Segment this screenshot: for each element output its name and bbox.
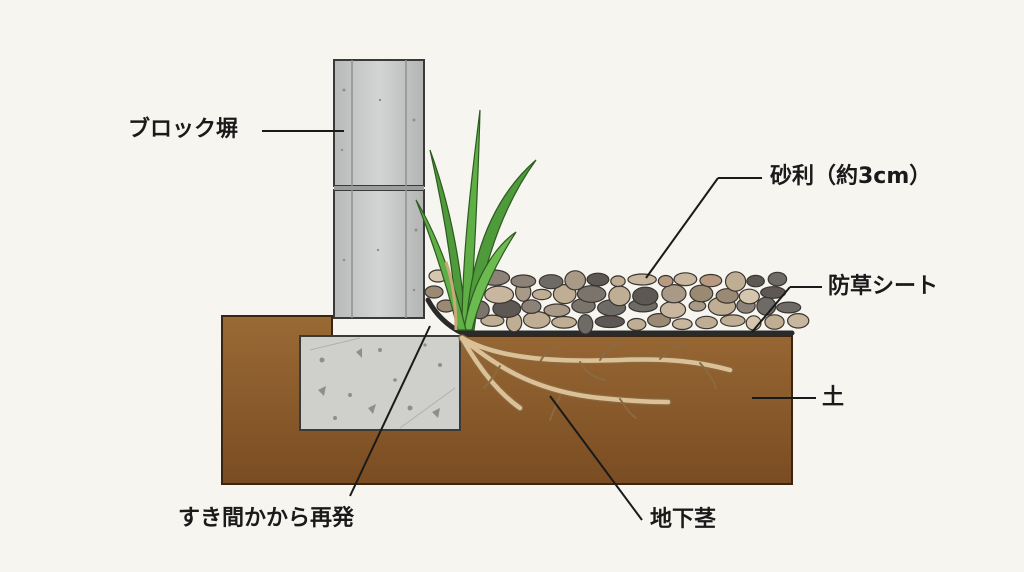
leader-gravel-diag: [645, 177, 719, 279]
gravel-stone: [673, 272, 698, 287]
gravel-stone: [767, 271, 788, 287]
gravel-stone: [484, 285, 515, 304]
gravel-stone: [521, 299, 542, 315]
gravel-stone: [424, 285, 444, 299]
gravel-stone: [689, 284, 714, 303]
gravel-stone: [659, 300, 687, 319]
gravel-stone: [724, 271, 747, 292]
weed-sheet: [425, 297, 795, 336]
gravel-stone: [695, 315, 718, 330]
gravel-stone: [564, 270, 587, 291]
gravel-stone: [632, 286, 659, 306]
gravel-stone: [738, 288, 760, 305]
gravel-stone: [671, 318, 693, 331]
gravel-stone: [531, 288, 552, 301]
leader-gap: [349, 325, 431, 497]
label-soil: 土: [822, 385, 845, 410]
gravel-stone: [719, 314, 746, 327]
gravel-stone: [576, 285, 607, 303]
gravel-stone: [480, 314, 505, 327]
gravel-stone: [538, 274, 564, 290]
leader-sheet-diag: [751, 286, 791, 333]
gravel-stone: [661, 284, 687, 304]
leader-lines: [262, 130, 822, 521]
weed-plant: [415, 109, 537, 331]
concrete-footing: [299, 335, 461, 431]
gravel-stone: [776, 301, 802, 314]
gravel-stone: [646, 312, 671, 328]
gravel-stone: [699, 273, 723, 288]
gravel-stone: [608, 285, 631, 307]
gravel-stone: [551, 315, 578, 329]
label-weed-sheet: 防草シート: [828, 274, 939, 299]
gravel-stone: [715, 288, 739, 304]
gravel-stone: [787, 312, 810, 329]
label-block-wall: ブロック塀: [128, 117, 239, 142]
gravel-stone: [610, 275, 626, 288]
gravel-stone: [543, 303, 571, 318]
gravel-stone: [627, 273, 657, 286]
label-gravel: 砂利（約3cm）: [770, 164, 932, 189]
leader-rhizome: [549, 395, 643, 521]
block-wall: [333, 59, 425, 319]
gravel-stone: [594, 315, 626, 329]
gravel-stone: [586, 272, 610, 287]
gravel-stone: [626, 317, 647, 331]
gravel-stone: [746, 274, 765, 288]
gravel-stone: [510, 274, 537, 288]
gravel-stone: [577, 313, 594, 335]
label-rhizome: 地下茎: [650, 507, 717, 532]
gravel-stone: [764, 314, 785, 330]
rhizome-roots: [458, 334, 734, 421]
label-gap-regrowth: すき間かから再発: [178, 506, 355, 531]
gravel-stone: [657, 274, 674, 288]
